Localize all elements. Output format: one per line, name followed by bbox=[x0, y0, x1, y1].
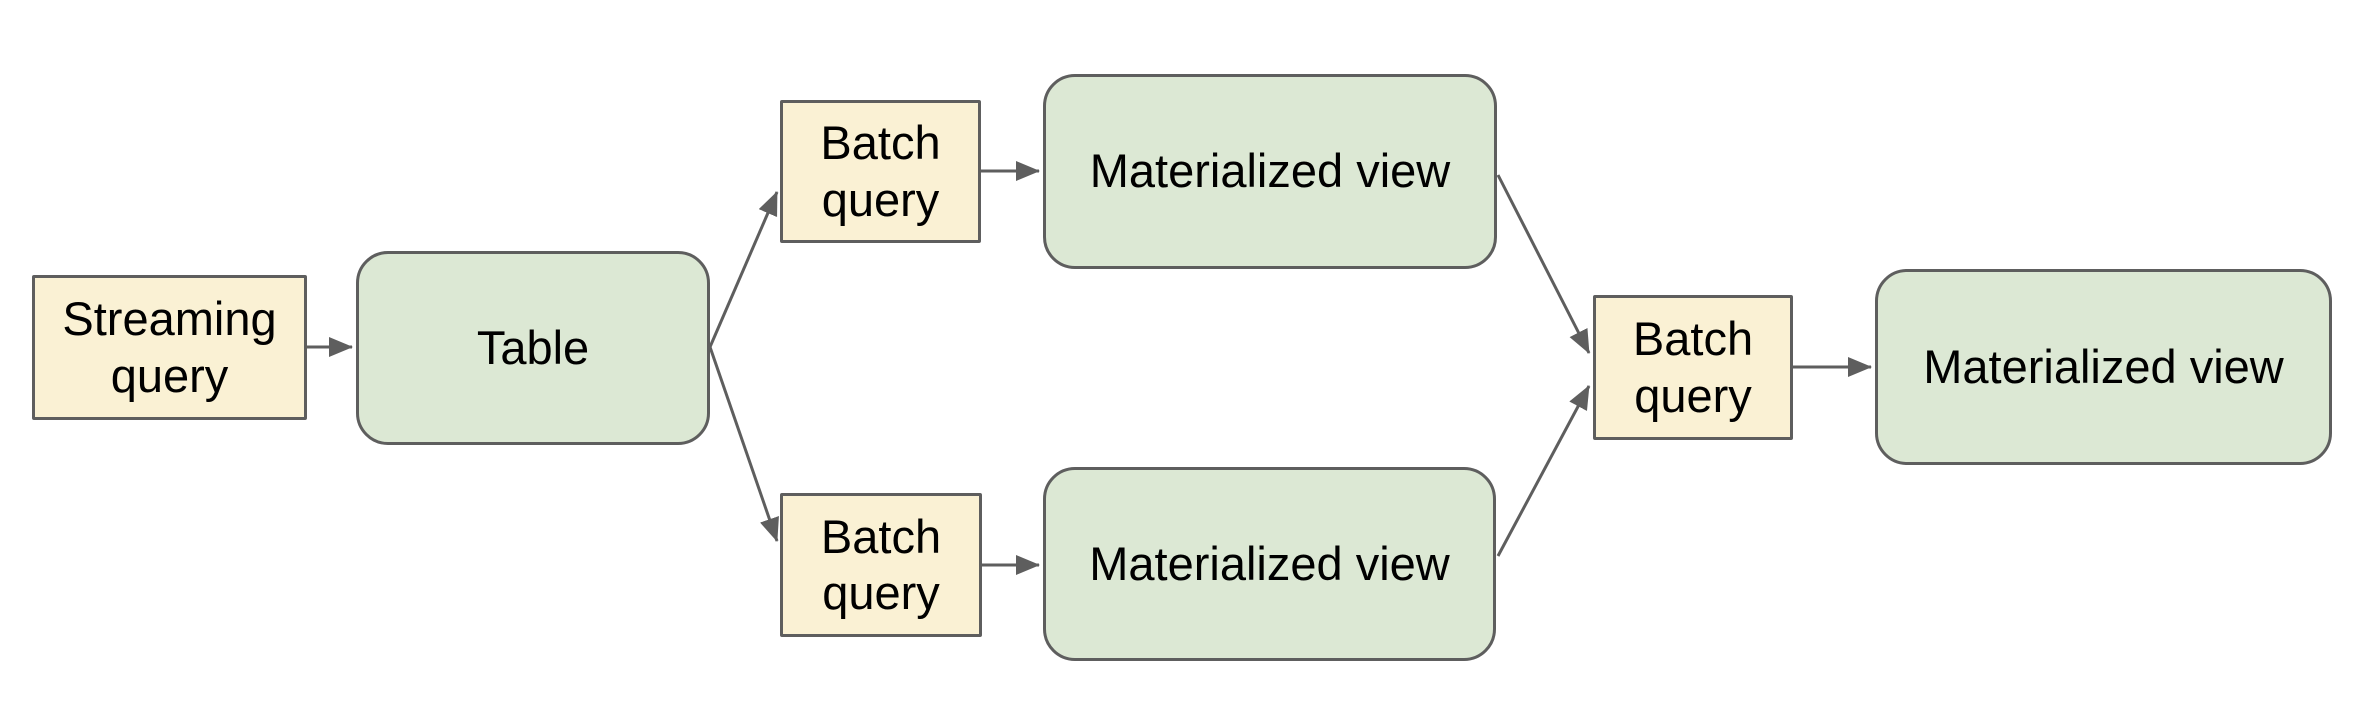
arrow-table-to-batch-bottom bbox=[708, 346, 779, 542]
arrow-table-to-batch-top bbox=[708, 191, 779, 348]
node-label: Batch query bbox=[820, 116, 941, 226]
node-materialized-view-top: Materialized view bbox=[1043, 74, 1497, 269]
node-label: Materialized view bbox=[1089, 536, 1450, 590]
arrow-mview-top-to-batch-right bbox=[1496, 174, 1591, 354]
node-materialized-view-right: Materialized view bbox=[1875, 269, 2332, 465]
node-label: Table bbox=[476, 320, 590, 374]
node-label: Batch query bbox=[820, 509, 942, 619]
node-materialized-view-bottom: Materialized view bbox=[1043, 467, 1496, 661]
node-batch-query-right: Batch query bbox=[1593, 295, 1793, 440]
node-label: Materialized view bbox=[1089, 144, 1451, 198]
node-table: Table bbox=[356, 251, 710, 445]
node-label: Streaming query bbox=[62, 292, 277, 402]
node-batch-query-bottom: Batch query bbox=[780, 493, 982, 637]
node-label: Batch query bbox=[1632, 312, 1754, 422]
node-label: Materialized view bbox=[1923, 339, 2284, 393]
arrow-mview-bottom-to-batch-right bbox=[1496, 385, 1591, 557]
node-batch-query-top: Batch query bbox=[780, 100, 981, 243]
node-streaming-query: Streaming query bbox=[32, 275, 307, 420]
